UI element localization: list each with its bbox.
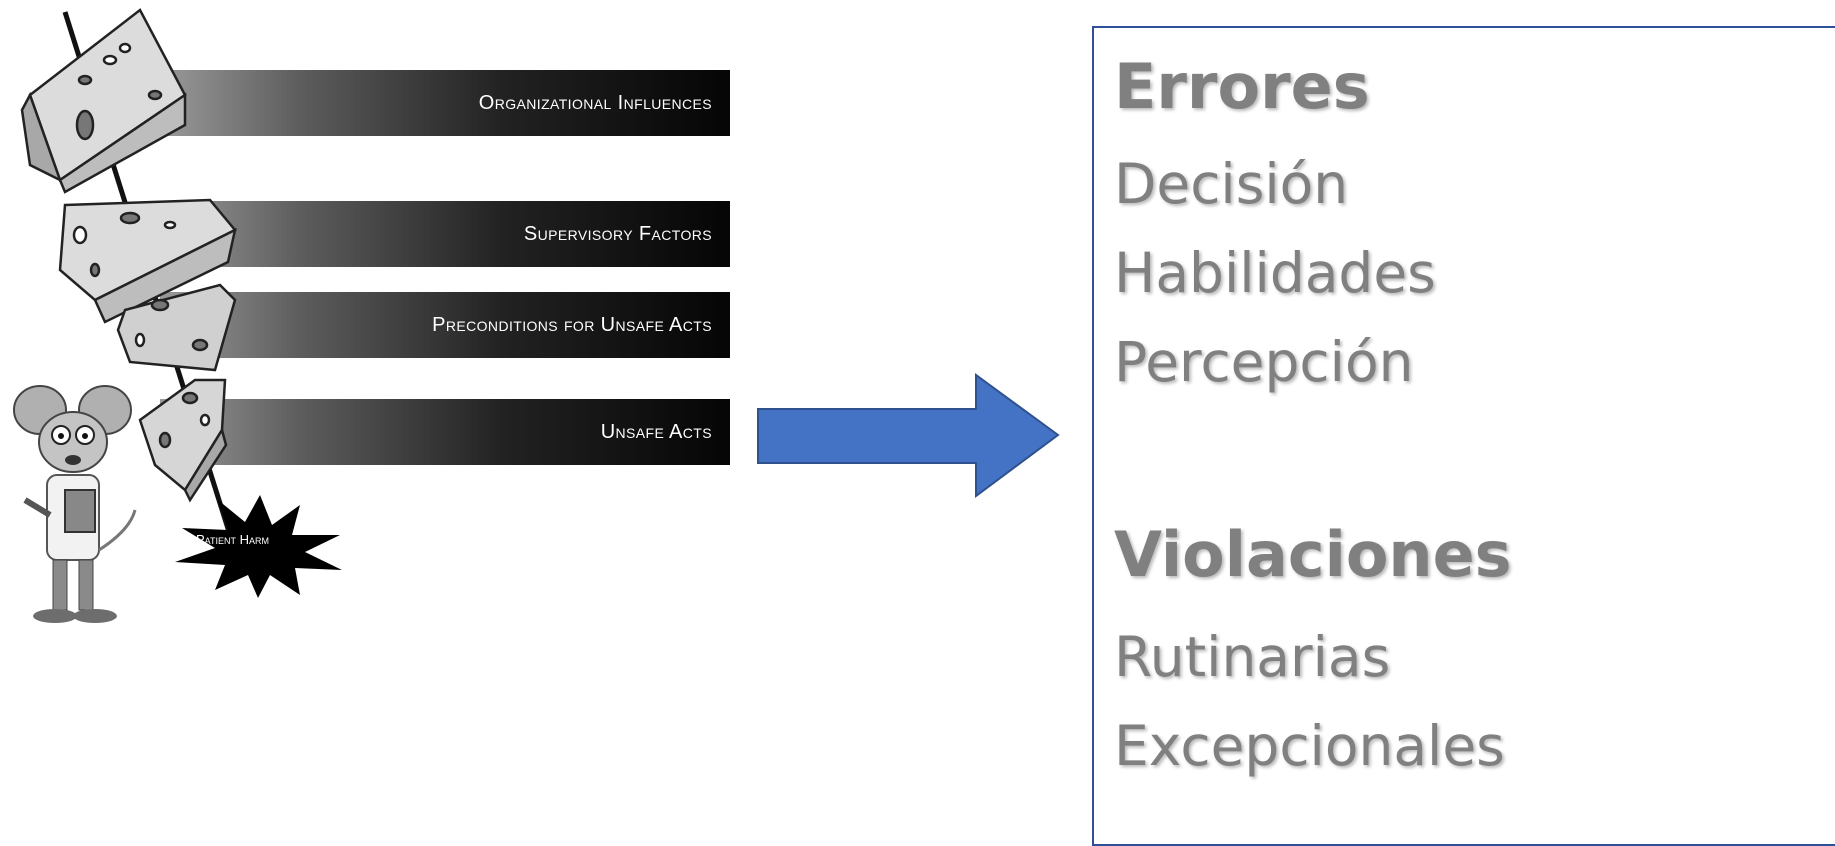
classification-panel: Errores Decisión Habilidades Percepción … (1092, 26, 1835, 846)
layer-label: Supervisory Factors (523, 222, 712, 245)
patient-harm-label: Patient Harm (196, 532, 270, 547)
error-type-skills: Habilidades (1114, 241, 1436, 305)
error-type-decision: Decisión (1114, 152, 1349, 216)
errors-heading: Errores (1114, 50, 1370, 123)
swiss-cheese-illustration (20, 8, 237, 536)
patient-harm-starburst-icon (175, 495, 342, 598)
cheese-slice-2 (58, 198, 237, 324)
layer-preconditions-unsafe-acts: Preconditions for Unsafe Acts (160, 292, 730, 358)
mouse-doctor-icon (13, 385, 137, 623)
cheese-slice-4 (138, 378, 228, 503)
violation-type-routine: Rutinarias (1114, 625, 1391, 689)
layer-label: Organizational Influences (478, 91, 712, 114)
cheese-slice-1 (20, 8, 187, 194)
layer-organizational-influences: Organizational Influences (160, 70, 730, 136)
right-arrow-icon (757, 373, 1060, 498)
cheese-slice-3 (116, 283, 237, 372)
layer-unsafe-acts: Unsafe Acts (160, 399, 730, 465)
violations-heading: Violaciones (1114, 518, 1512, 591)
layer-label: Unsafe Acts (600, 420, 712, 443)
layer-supervisory-factors: Supervisory Factors (160, 201, 730, 267)
layer-label: Preconditions for Unsafe Acts (432, 313, 712, 336)
error-type-perception: Percepción (1114, 330, 1414, 394)
violation-type-exceptional: Excepcionales (1114, 714, 1505, 778)
